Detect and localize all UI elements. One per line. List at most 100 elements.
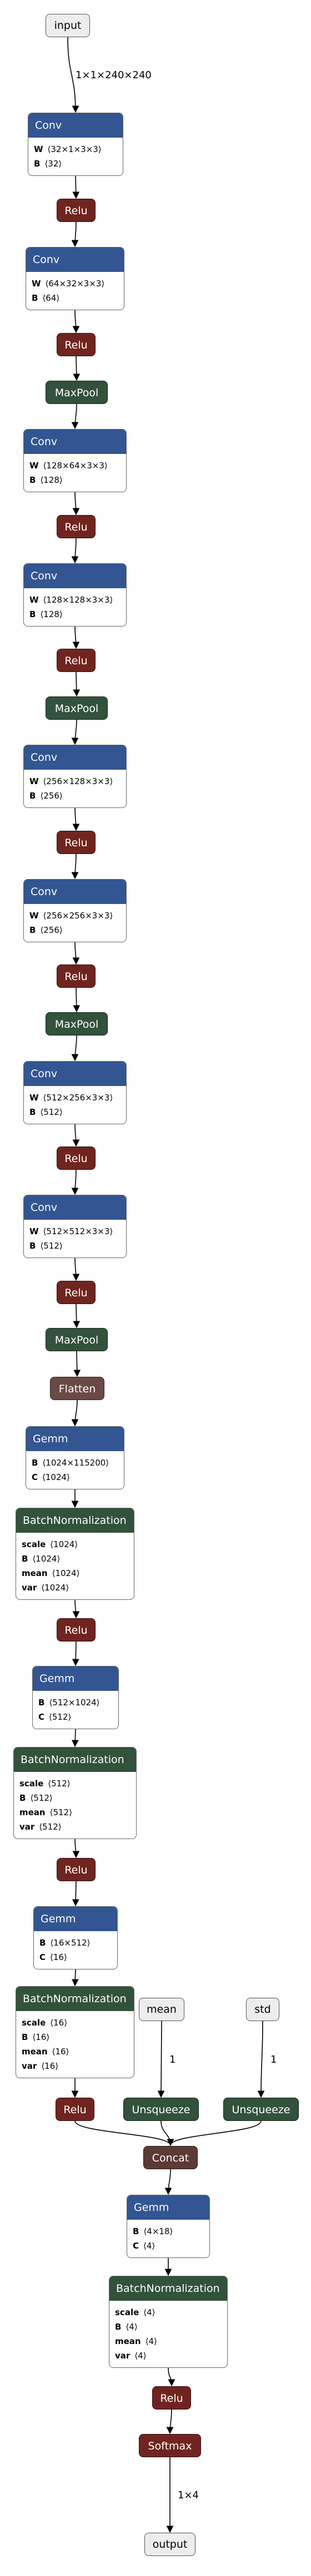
edge-flatten-gemm1 (71, 1400, 79, 1427)
node-attributes: scale⟨512⟩B⟨512⟩mean⟨512⟩var⟨512⟩ (14, 1772, 136, 1838)
attribute-shape: ⟨256×256×3×3⟩ (43, 911, 113, 921)
unsqueeze-node[interactable]: Unsqueeze (223, 2098, 299, 2121)
edge-bn4-relu12 (168, 2367, 175, 2387)
relu-node[interactable]: Relu (57, 831, 96, 854)
attribute-shape: ⟨1024⟩ (32, 1554, 61, 1564)
attribute-name: C (133, 2241, 139, 2251)
attribute-name: mean (22, 1568, 48, 1578)
attribute-shape: ⟨128×128×3×3⟩ (43, 595, 113, 605)
attribute-shape: ⟨64⟩ (42, 293, 60, 303)
attribute-name: B (29, 609, 36, 619)
flatten-node[interactable]: Flatten (50, 1377, 104, 1400)
attribute-row: W⟨512×512×3×3⟩ (29, 1224, 121, 1239)
concat-node[interactable]: Concat (143, 2146, 198, 2169)
edge-pool1-conv3 (71, 403, 79, 430)
edge-bn2-relu10 (72, 1838, 80, 1858)
node-attributes: W⟨256×128×3×3⟩B⟨256⟩ (24, 770, 126, 807)
relu-node[interactable]: Relu (57, 1146, 96, 1170)
relu-node[interactable]: Relu (57, 1281, 96, 1304)
mean-io[interactable]: mean (139, 1998, 184, 2021)
output-io[interactable]: output (144, 2533, 195, 2556)
attribute-name: B (133, 2226, 139, 2236)
maxpool-node[interactable]: MaxPool (46, 1328, 108, 1351)
edge-pool3-conv7 (71, 1035, 79, 1062)
attribute-shape: ⟨512⟩ (30, 1793, 53, 1803)
maxpool-node[interactable]: MaxPool (46, 1012, 108, 1036)
node-attributes: scale⟨16⟩B⟨16⟩mean⟨16⟩var⟨16⟩ (16, 2011, 134, 2078)
edge-relu3-conv4 (71, 538, 79, 564)
unsqueeze-node[interactable]: Unsqueeze (123, 2098, 199, 2121)
node-attributes: W⟨512×256×3×3⟩B⟨512⟩ (24, 1086, 126, 1124)
edge-relu4-pool2 (73, 671, 81, 697)
node-title: Gemm (26, 1427, 124, 1451)
attribute-name: mean (115, 2336, 141, 2346)
maxpool-node[interactable]: MaxPool (46, 381, 108, 404)
attribute-row: B⟨1024⟩ (22, 1552, 128, 1566)
softmax-node[interactable]: Softmax (139, 2434, 201, 2457)
edge-conv3-relu3 (72, 492, 80, 516)
attribute-row: B⟨512×1024⟩ (38, 1695, 113, 1710)
attribute-name: mean (19, 1807, 46, 1817)
attribute-row: W⟨256×128×3×3⟩ (29, 774, 121, 789)
edge-std-unsq2 (257, 2021, 265, 2098)
input-io[interactable]: input (46, 14, 90, 37)
attribute-row: scale⟨16⟩ (22, 2016, 128, 2030)
relu-node[interactable]: Relu (57, 1858, 96, 1881)
attribute-row: B⟨16⟩ (22, 2030, 128, 2044)
relu-node[interactable]: Relu (57, 964, 96, 988)
maxpool-node[interactable]: MaxPool (46, 696, 108, 720)
edge-mean-unsq1 (157, 2021, 165, 2098)
attribute-name: W (29, 595, 39, 605)
attribute-name: scale (22, 1539, 46, 1549)
attribute-row: B⟨512⟩ (29, 1239, 121, 1253)
node-attributes: scale⟨4⟩B⟨4⟩mean⟨4⟩var⟨4⟩ (109, 2301, 227, 2367)
edge-relu6-pool3 (73, 987, 81, 1013)
attribute-name: mean (22, 2047, 48, 2057)
attribute-shape: ⟨256⟩ (40, 791, 63, 801)
node-attributes: B⟨4×18⟩C⟨4⟩ (127, 2220, 209, 2257)
attribute-shape: ⟨1024⟩ (42, 1472, 70, 1482)
attribute-row: B⟨1024×115200⟩ (32, 1456, 118, 1470)
edge-shape-label: 1×4 (178, 2489, 199, 2501)
edge-relu1-conv2 (71, 221, 79, 248)
attribute-name: C (39, 1952, 46, 1962)
attribute-row: B⟨4⟩ (115, 2320, 222, 2334)
relu-node[interactable]: Relu (57, 1618, 96, 1641)
attribute-row: mean⟨1024⟩ (22, 1566, 128, 1580)
attribute-row: var⟨4⟩ (115, 2348, 222, 2363)
relu-node[interactable]: Relu (57, 199, 96, 222)
relu-node[interactable]: Relu (152, 2386, 191, 2410)
attribute-row: scale⟨512⟩ (19, 1776, 131, 1791)
relu-node[interactable]: Relu (56, 2098, 94, 2121)
attribute-shape: ⟨4⟩ (134, 2351, 147, 2361)
attribute-name: B (29, 1241, 36, 1251)
attribute-row: W ⟨128×128×3×3⟩ (29, 593, 121, 607)
attribute-row: C⟨512⟩ (38, 1710, 113, 1724)
attribute-name: W (29, 776, 39, 786)
relu-node[interactable]: Relu (57, 333, 96, 356)
attribute-row: W⟨128×64×3×3⟩ (29, 458, 121, 473)
attribute-shape: ⟨16⟩ (32, 2032, 50, 2042)
std-io[interactable]: std (246, 1998, 279, 2021)
attribute-shape: ⟨16⟩ (41, 2061, 59, 2071)
attribute-name: W (34, 144, 43, 154)
relu-node[interactable]: Relu (57, 649, 96, 672)
relu-node[interactable]: Relu (57, 515, 96, 538)
